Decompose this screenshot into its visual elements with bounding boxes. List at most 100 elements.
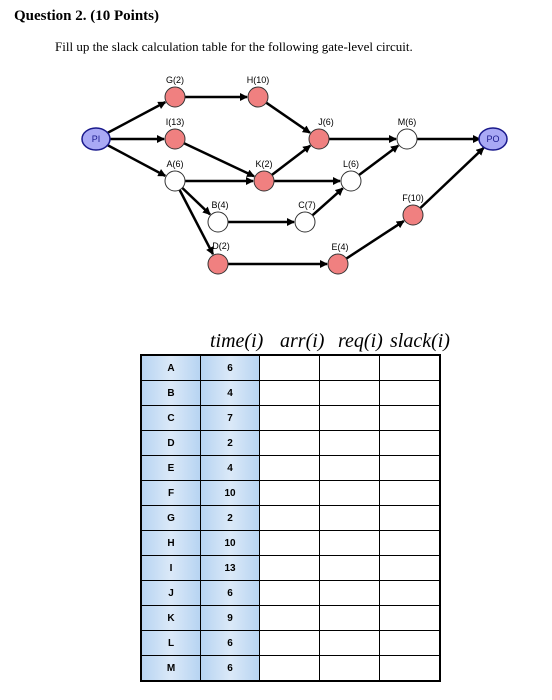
gate-label-C: C(7): [298, 200, 316, 210]
req-input-cell[interactable]: [319, 380, 380, 406]
gate-label-H: H(10): [247, 75, 270, 85]
req-input-cell[interactable]: [319, 455, 380, 481]
gate-name-cell: L: [140, 630, 201, 656]
gate-name-cell: F: [140, 480, 201, 506]
arr-input-cell[interactable]: [259, 605, 320, 631]
gate-node-K: [253, 170, 275, 192]
time-value-cell: 2: [200, 430, 260, 456]
time-value-cell: 9: [200, 605, 260, 631]
slack-input-cell[interactable]: [379, 655, 441, 682]
time-value-cell: 2: [200, 505, 260, 531]
arr-input-cell[interactable]: [259, 530, 320, 556]
slack-input-cell[interactable]: [379, 430, 441, 456]
arr-input-cell[interactable]: [259, 354, 320, 381]
gate-node-H: [247, 86, 269, 108]
table-column-headers: time(i) arr(i) req(i) slack(i): [200, 330, 460, 354]
gate-name-cell: M: [140, 655, 201, 682]
slack-input-cell[interactable]: [379, 480, 441, 506]
gate-node-G: [164, 86, 186, 108]
arr-input-cell[interactable]: [259, 405, 320, 431]
primary-input-node: [81, 127, 111, 151]
slack-input-cell[interactable]: [379, 605, 441, 631]
column-header-time: time(i): [210, 330, 264, 352]
req-input-cell[interactable]: [319, 505, 380, 531]
column-header-arr: arr(i): [280, 330, 325, 352]
req-input-cell[interactable]: [319, 555, 380, 581]
arr-input-cell[interactable]: [259, 580, 320, 606]
req-input-cell[interactable]: [319, 580, 380, 606]
gate-label-A: A(6): [166, 159, 183, 169]
arr-input-cell[interactable]: [259, 455, 320, 481]
req-input-cell[interactable]: [319, 630, 380, 656]
slack-input-cell[interactable]: [379, 580, 441, 606]
gate-name-cell: E: [140, 455, 201, 481]
primary-input-label: PI: [92, 134, 101, 144]
gate-label-I: I(13): [166, 117, 185, 127]
slack-input-cell[interactable]: [379, 555, 441, 581]
arr-input-cell[interactable]: [259, 630, 320, 656]
time-value-cell: 13: [200, 555, 260, 581]
arr-input-cell[interactable]: [259, 655, 320, 682]
time-value-cell: 6: [200, 354, 260, 381]
gate-name-cell: J: [140, 580, 201, 606]
edge-F-PO: [419, 147, 485, 210]
edge-K-J: [271, 144, 312, 176]
column-header-slack: slack(i): [390, 330, 450, 352]
edge-E-F: [345, 219, 405, 260]
slack-input-cell[interactable]: [379, 380, 441, 406]
time-value-cell: 6: [200, 655, 260, 682]
req-input-cell[interactable]: [319, 405, 380, 431]
slack-input-cell[interactable]: [379, 630, 441, 656]
slack-input-cell[interactable]: [379, 405, 441, 431]
time-value-cell: 4: [200, 380, 260, 406]
arr-input-cell[interactable]: [259, 380, 320, 406]
req-input-cell[interactable]: [319, 605, 380, 631]
column-header-req: req(i): [338, 330, 383, 352]
arr-input-cell[interactable]: [259, 555, 320, 581]
req-input-cell[interactable]: [319, 530, 380, 556]
slack-input-cell[interactable]: [379, 354, 441, 381]
edge-I-K: [183, 142, 255, 178]
edge-A-D: [178, 189, 215, 256]
gate-name-cell: I: [140, 555, 201, 581]
gate-label-M: M(6): [398, 117, 417, 127]
req-input-cell[interactable]: [319, 480, 380, 506]
gate-label-D: D(2): [212, 241, 230, 251]
gate-label-L: L(6): [343, 159, 359, 169]
edge-A-B: [181, 186, 211, 216]
edge-PI-G: [106, 101, 167, 135]
gate-label-J: J(6): [318, 117, 334, 127]
arr-input-cell[interactable]: [259, 430, 320, 456]
gate-node-D: [207, 253, 229, 275]
gate-node-M: [396, 128, 418, 150]
gate-label-E: E(4): [331, 242, 348, 252]
req-input-cell[interactable]: [319, 655, 380, 682]
gate-node-A: [164, 170, 186, 192]
slack-input-cell[interactable]: [379, 505, 441, 531]
time-value-cell: 6: [200, 630, 260, 656]
gate-node-J: [308, 128, 330, 150]
edge-H-J: [265, 101, 311, 134]
gate-node-B: [207, 211, 229, 233]
arr-input-cell[interactable]: [259, 480, 320, 506]
arr-input-cell[interactable]: [259, 505, 320, 531]
gate-name-cell: H: [140, 530, 201, 556]
time-value-cell: 7: [200, 405, 260, 431]
req-input-cell[interactable]: [319, 354, 380, 381]
req-input-cell[interactable]: [319, 430, 380, 456]
slack-input-cell[interactable]: [379, 530, 441, 556]
slack-input-cell[interactable]: [379, 455, 441, 481]
primary-output-node: [478, 127, 508, 151]
edge-C-L: [311, 187, 344, 217]
gate-name-cell: A: [140, 354, 201, 381]
